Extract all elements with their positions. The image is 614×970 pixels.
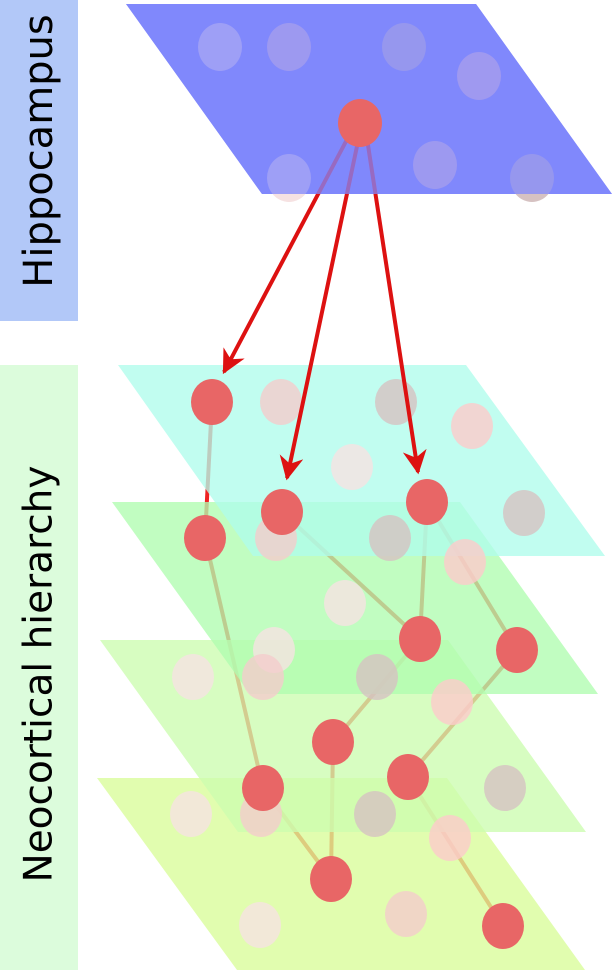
active-unit [184,515,226,561]
active-unit [482,903,524,949]
inactive-unit [239,902,281,948]
active-unit [261,489,303,535]
active-unit [312,719,354,765]
inactive-unit [444,539,486,585]
active-unit [399,616,441,662]
hippocampus-label-bar: Hippocampus [0,0,78,321]
inactive-unit [429,815,471,861]
inactive-unit [170,791,212,837]
recall-arrows [126,4,612,481]
active-unit [191,379,233,425]
inactive-unit [431,679,473,725]
neocortex-label-bar: Neocortical hierarchy [0,365,78,970]
inactive-unit [484,765,526,811]
active-unit [242,765,284,811]
inactive-unit [324,580,366,626]
inactive-unit [331,444,373,490]
inactive-unit [260,379,302,425]
active-unit [310,856,352,902]
inactive-unit [354,791,396,837]
inactive-unit [451,403,493,449]
inactive-unit [242,654,284,700]
active-unit [387,754,429,800]
inactive-unit [369,515,411,561]
inactive-unit [503,490,545,536]
active-unit [496,627,538,673]
active-unit [406,479,448,525]
hippocampus-active-unit [338,99,382,147]
inactive-unit [172,654,214,700]
active-units [184,379,538,949]
inactive-units [170,379,545,948]
inactive-unit [356,654,398,700]
hippocampus-plane-overlay [126,4,612,194]
inactive-unit [385,891,427,937]
